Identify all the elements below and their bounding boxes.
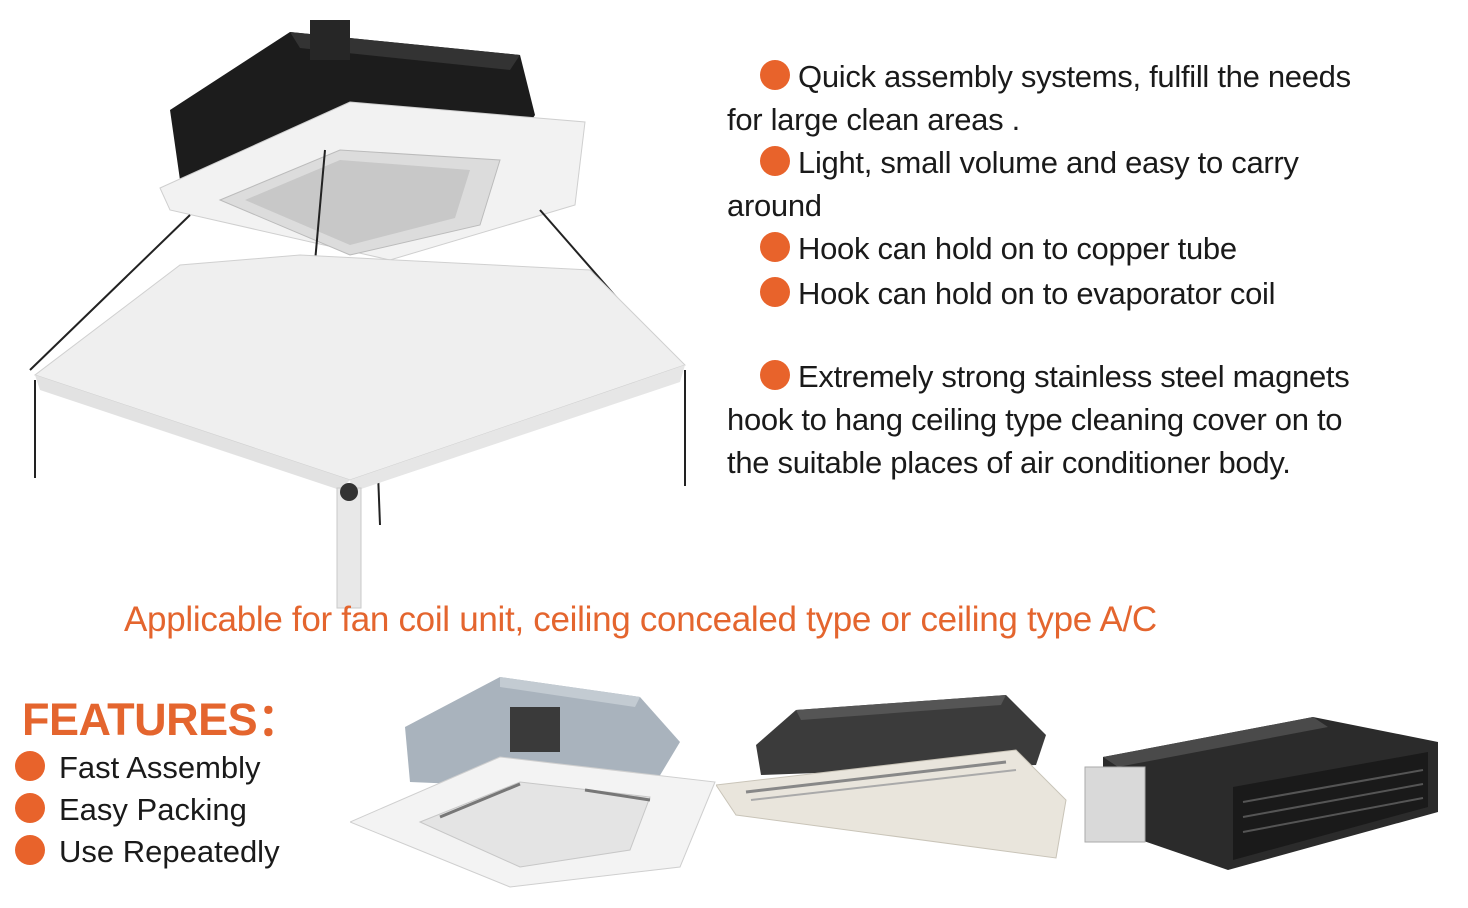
bullet-item: Hook can hold on to evaporator coil: [727, 272, 1427, 315]
bullet-dot-icon: [760, 60, 790, 90]
feature-description-list: Quick assembly systems, fulfill the need…: [727, 55, 1427, 484]
cassette-unit-image: [350, 677, 716, 888]
bullet-dot-icon: [760, 277, 790, 307]
bullet-dot-icon: [760, 146, 790, 176]
cleaning-cover-product-image: [29, 20, 686, 609]
bullet-continuation: for large clean areas .: [727, 102, 1020, 137]
bullet-item: Light, small volume and easy to carry: [727, 141, 1427, 184]
bullet-dot-icon: [15, 793, 45, 823]
bullet-item: Extremely strong stainless steel magnets: [727, 355, 1427, 398]
feature-item: Use Repeatedly: [15, 834, 280, 870]
bullet-continuation: around: [727, 188, 822, 223]
feature-item: Fast Assembly: [15, 750, 261, 786]
bullet-item: Hook can hold on to copper tube: [727, 227, 1427, 270]
ceiling-type-unit-image: [716, 695, 1067, 859]
bullet-continuation: the suitable places of air conditioner b…: [727, 445, 1291, 480]
applicable-text: Applicable for fan coil unit, ceiling co…: [124, 600, 1157, 639]
features-title: FEATURES：: [22, 694, 302, 745]
ducted-unit-image: [1084, 717, 1438, 870]
bullet-dot-icon: [760, 232, 790, 262]
bullet-item: Quick assembly systems, fulfill the need…: [727, 55, 1427, 98]
bullet-continuation: hook to hang ceiling type cleaning cover…: [727, 402, 1343, 437]
bullet-dot-icon: [760, 360, 790, 390]
feature-item: Easy Packing: [15, 792, 247, 828]
bullet-dot-icon: [15, 835, 45, 865]
bullet-dot-icon: [15, 751, 45, 781]
